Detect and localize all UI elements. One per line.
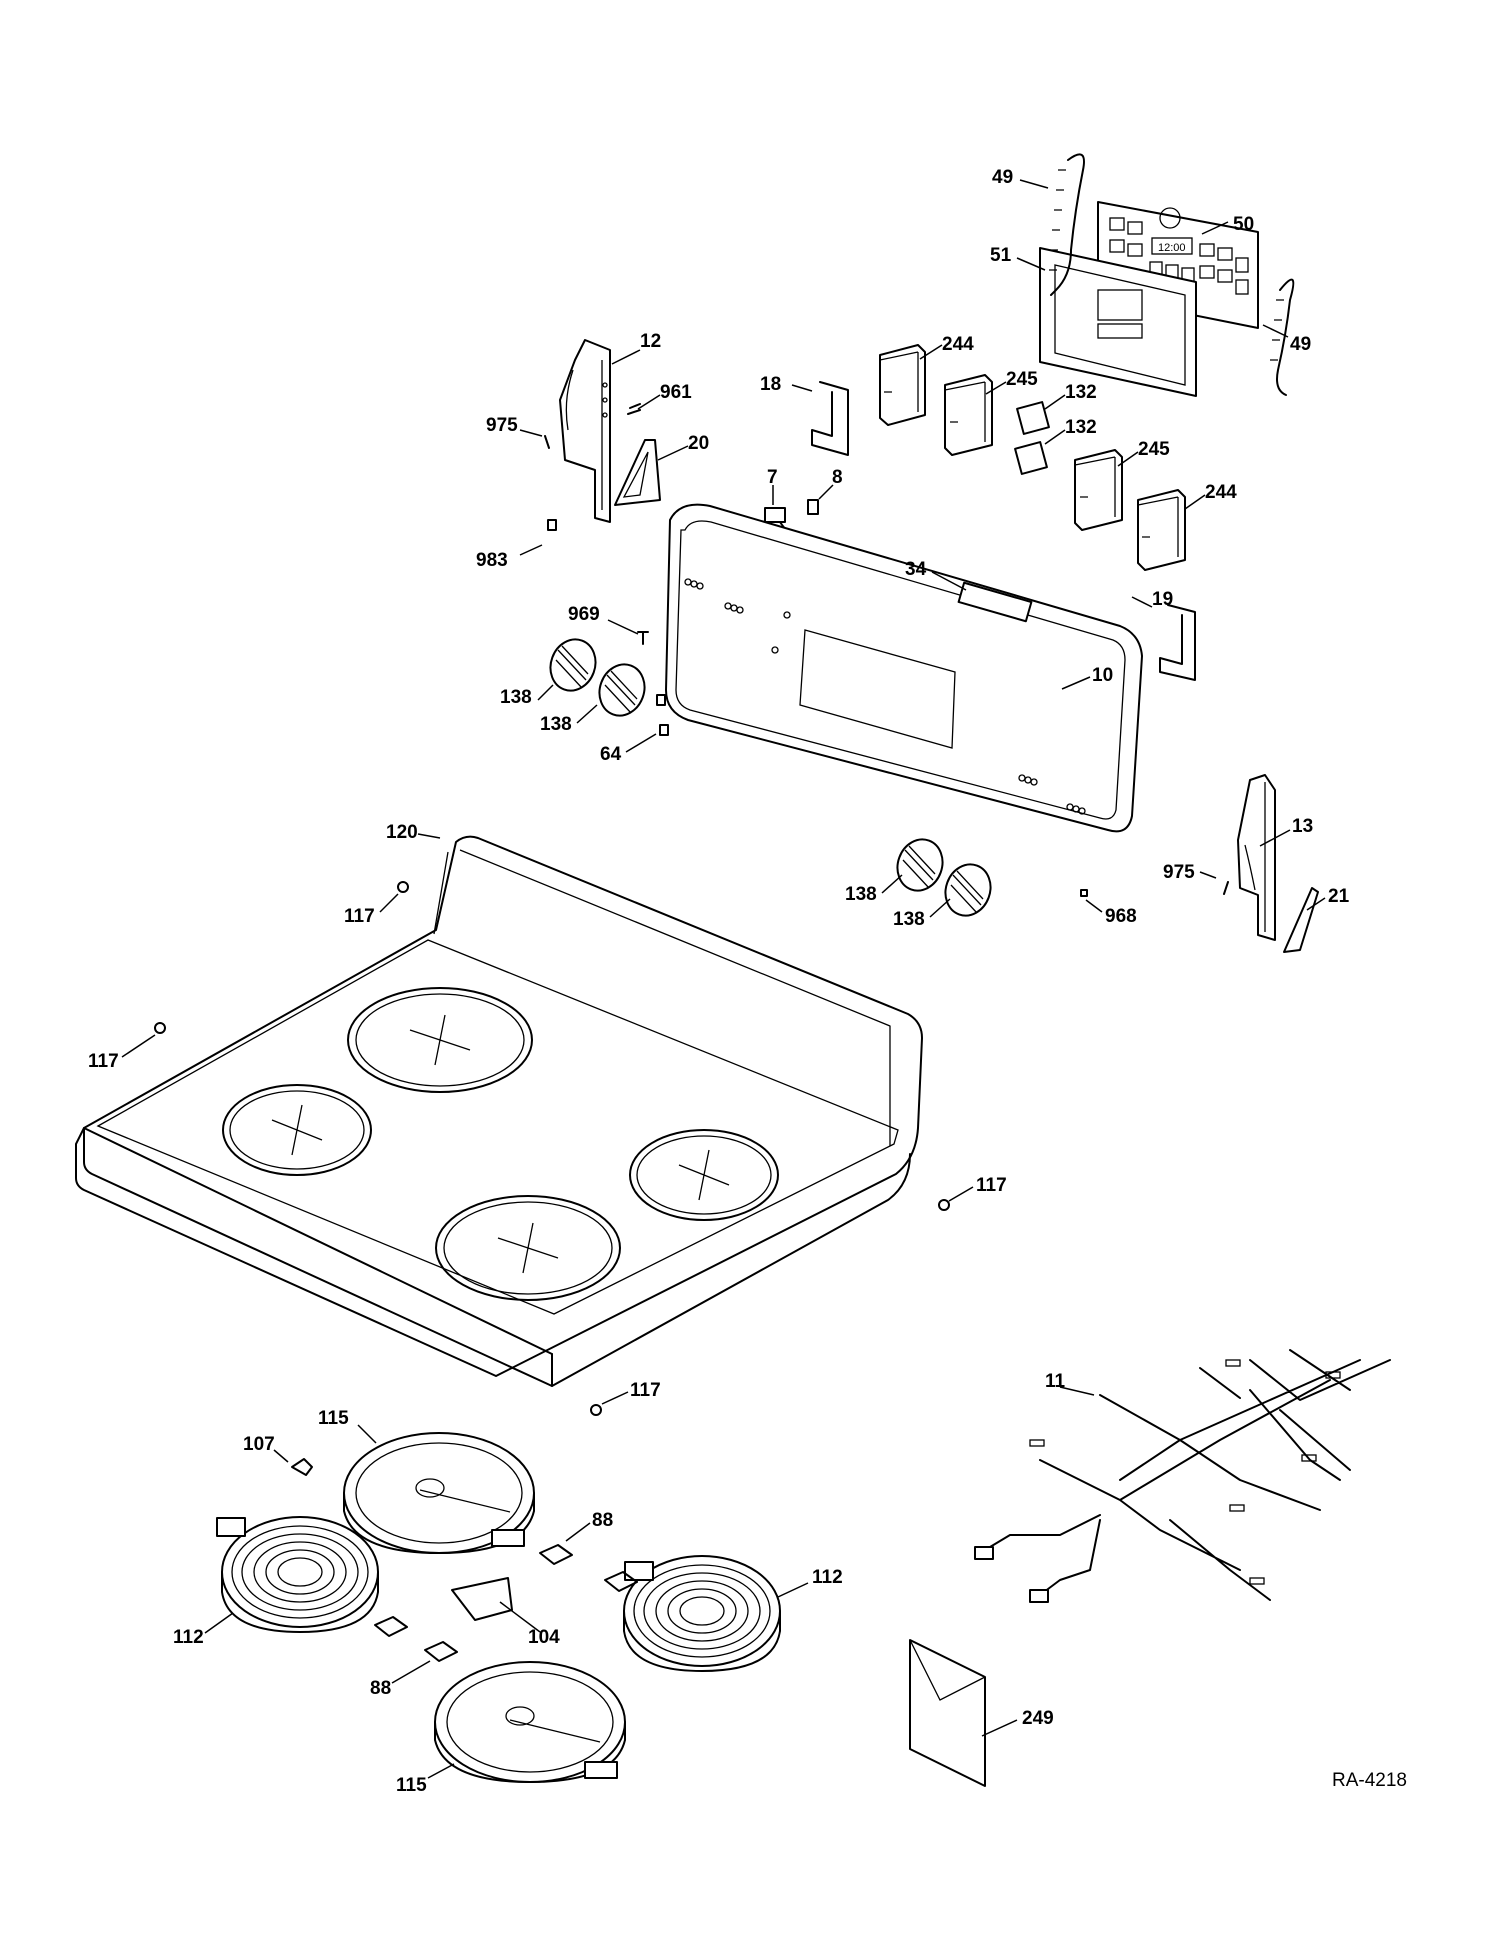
- display-readout: 12:00: [1158, 242, 1186, 254]
- callout-117-b: 117: [88, 1051, 119, 1072]
- callout-138-c: 138: [845, 884, 877, 905]
- diagram-code: RA-4218: [1332, 1770, 1407, 1791]
- callout-18: 18: [760, 374, 781, 395]
- radiant-elements: [216, 1432, 781, 1783]
- callout-969: 969: [568, 604, 600, 625]
- control-board-assembly: 12:00: [1039, 153, 1295, 397]
- callout-64: 64: [600, 744, 622, 765]
- callout-117-c: 117: [976, 1175, 1007, 1196]
- literature-envelope: [909, 1639, 986, 1787]
- cooktop-maintop: [75, 835, 923, 1387]
- callout-34: 34: [905, 559, 927, 580]
- control-knobs: [549, 631, 992, 917]
- callout-132-top: 132: [1065, 382, 1097, 403]
- wire-harness: [974, 1349, 1391, 1603]
- callout-244-bottom: 244: [1205, 482, 1237, 503]
- callout-975-right: 975: [1163, 862, 1195, 883]
- callout-50: 50: [1233, 214, 1254, 235]
- callout-138-d: 138: [893, 909, 925, 930]
- callout-138-a: 138: [500, 687, 532, 708]
- callout-968: 968: [1105, 906, 1137, 927]
- callout-13: 13: [1292, 816, 1313, 837]
- switches: [879, 344, 1186, 571]
- screws-117: [154, 881, 950, 1416]
- callout-132-bottom: 132: [1065, 417, 1097, 438]
- callout-10: 10: [1092, 665, 1113, 686]
- callout-51: 51: [990, 245, 1012, 266]
- small-brackets: [811, 381, 1196, 681]
- callout-112-left: 112: [173, 1627, 204, 1648]
- callout-983: 983: [476, 550, 508, 571]
- callout-117-a: 117: [344, 906, 375, 927]
- callout-112-right: 112: [812, 1567, 843, 1588]
- callout-244-top: 244: [942, 334, 974, 355]
- callout-7: 7: [767, 467, 778, 488]
- callout-120: 120: [386, 822, 418, 843]
- callout-8: 8: [832, 467, 843, 488]
- callout-249: 249: [1022, 1708, 1054, 1729]
- callout-21: 21: [1328, 886, 1350, 907]
- left-side-bracket: [544, 339, 661, 531]
- backsplash-panel: [665, 503, 1143, 833]
- callout-245-top: 245: [1006, 369, 1038, 390]
- callout-115-top: 115: [318, 1408, 349, 1429]
- callout-107: 107: [243, 1434, 275, 1455]
- callout-19: 19: [1152, 589, 1173, 610]
- callout-88-bottom: 88: [370, 1678, 391, 1699]
- callout-245-bottom: 245: [1138, 439, 1170, 460]
- callout-49-top: 49: [992, 167, 1013, 188]
- callout-11: 11: [1045, 1371, 1066, 1392]
- callout-961: 961: [660, 382, 692, 403]
- callout-88-top: 88: [592, 1510, 613, 1531]
- callout-12: 12: [640, 331, 661, 352]
- callout-115-bottom: 115: [396, 1775, 427, 1796]
- callout-975-left: 975: [486, 415, 518, 436]
- callout-labels: 49 50 51 49 12 961 975 20 983 18 244 245…: [88, 167, 1407, 1796]
- callout-20: 20: [688, 433, 709, 454]
- callout-49-right: 49: [1290, 334, 1311, 355]
- callout-138-b: 138: [540, 714, 572, 735]
- callout-104: 104: [528, 1627, 560, 1648]
- callout-117-d: 117: [630, 1380, 661, 1401]
- right-side-bracket: [1080, 774, 1319, 953]
- leader-lines: [121, 179, 1326, 1779]
